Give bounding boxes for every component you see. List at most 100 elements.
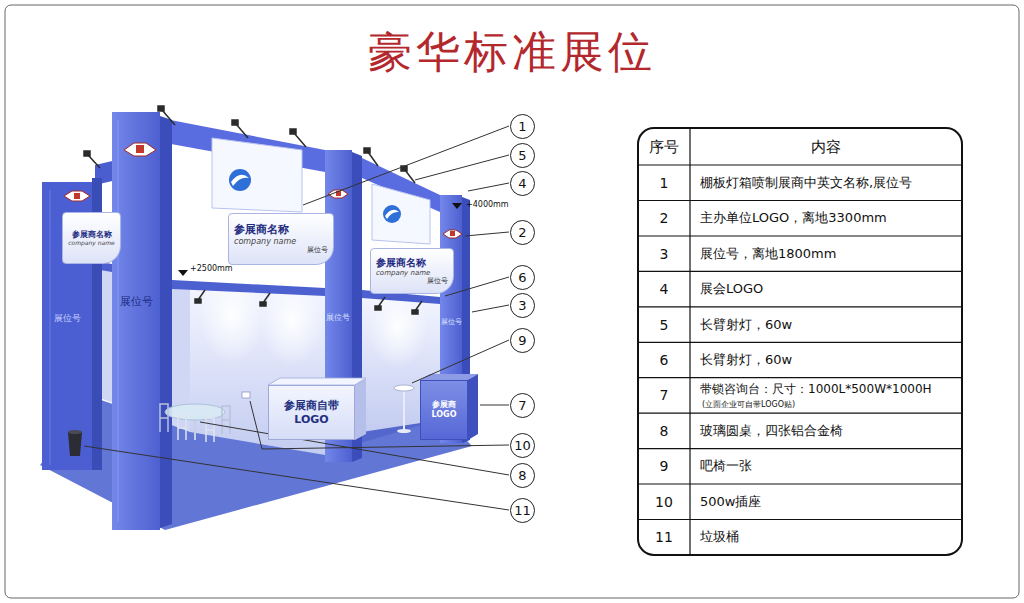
booth-pillar [112,112,160,530]
dimension-label: +2500mm [190,264,233,274]
furniture [206,418,214,442]
furniture [165,404,225,420]
table-cell: 9 [660,458,669,475]
table-header: 序号 [649,138,679,156]
spotlight [405,170,415,183]
table-cell: 长臂射灯，60w [700,317,792,333]
table-cell: 3 [660,245,669,262]
spotlight [162,110,175,125]
fascia-board: 参展商名称company name [62,212,121,264]
leader-line [84,446,509,510]
page-frame [5,5,1019,598]
table-grid [638,271,962,272]
pillar-label: 展位号 [441,318,462,326]
booth-pillar [160,116,172,528]
table-grid [638,377,962,378]
leader-line [84,126,509,510]
leader-line [480,405,509,406]
reception-counter: 参展商 LOGO [420,380,468,440]
table-cell: 展会LOGO [700,281,763,297]
spotlight [158,106,164,111]
logo-panel [383,205,401,223]
board-text: 参展商名称 [376,257,426,269]
table-grid [638,235,962,236]
organizer-flag [124,143,156,156]
table-cell: 500w插座 [700,494,761,510]
table-header: 内容 [811,138,841,156]
dimension-mark [452,203,462,209]
table-cell: 棚板灯箱喷制展商中英文名称,展位号 [700,175,912,191]
table-cell: 带锁咨询台：尺寸：1000L*500W*1000H [700,382,932,396]
organizer-flag [136,145,144,153]
callout-number: 10 [510,433,535,458]
board-text: 参展商 LOGO [426,400,462,419]
organizer-flag [64,191,90,201]
furniture [403,388,405,430]
pillar-label: 展位号 [326,313,350,323]
leader-line [412,340,509,383]
booth-pillar [50,190,51,465]
fascia-board: 参展商名称company name展位号 [228,213,334,265]
board-text: company name [68,239,115,246]
table-note: (立面企业可自带LOGO贴) [702,401,795,411]
booth-pillar [118,120,119,522]
reception-counter: 参展商自带 LOGO [268,385,355,440]
logo-panel [212,138,302,212]
organizer-flag [443,230,462,238]
table-cell: 6 [660,352,669,369]
callout-number: 11 [510,498,535,523]
table-cell: 7 [660,387,669,404]
table-cell: 8 [660,422,669,439]
table-grid [638,342,962,343]
spotlight [236,124,248,138]
counter-3d [268,378,366,385]
table-grid [638,164,962,165]
furniture [394,385,414,391]
callout-number: 1 [510,114,535,139]
spotlight [375,306,381,310]
callout-number: 2 [510,220,535,245]
booth-pillar [42,112,470,530]
spotlight [260,302,266,306]
table-cell: 展位号，离地1800mm [700,246,836,262]
furniture [68,432,82,456]
leader-line [465,232,509,236]
pillar-label: 展位号 [54,313,81,324]
table-cell: 玻璃圆桌，四张铝合金椅 [700,423,843,439]
spotlight [290,129,296,134]
table-grid [638,448,962,449]
counter-3d [355,378,366,440]
leader-line [468,183,509,191]
page-frame [5,5,1019,598]
callout-number: 4 [510,171,535,196]
leader-line [303,126,509,205]
board-text: company name [234,237,296,247]
table-grid [689,128,690,555]
table-grid [638,483,962,484]
table-cell: 10 [655,493,673,510]
booth-beam [172,280,325,296]
leader-line [415,155,509,180]
board-text: company name [376,269,430,277]
table-grid [638,128,962,555]
spotlight [294,133,306,147]
table-grid [638,413,962,414]
callout-number: 5 [510,143,535,168]
table-grid [638,519,962,520]
table-cell: 4 [660,281,669,298]
furniture [160,404,168,432]
table-cell: 11 [655,529,673,546]
table-cell: 1 [660,174,669,191]
board-text: 参展商名称 [72,230,112,240]
logo-panel [385,210,399,219]
organizer-flag [64,143,462,238]
board-text: 展位号 [307,246,328,254]
callout-number: 9 [510,328,535,353]
furniture [178,416,186,440]
counter-3d [468,374,478,440]
page-title: 豪华标准展位 [0,26,1024,79]
dimension-label: +4000mm [466,200,509,210]
table-cell: 2 [660,210,669,227]
table-cell: 长臂射灯，60w [700,352,792,368]
pillar-label: 展位号 [120,295,153,308]
